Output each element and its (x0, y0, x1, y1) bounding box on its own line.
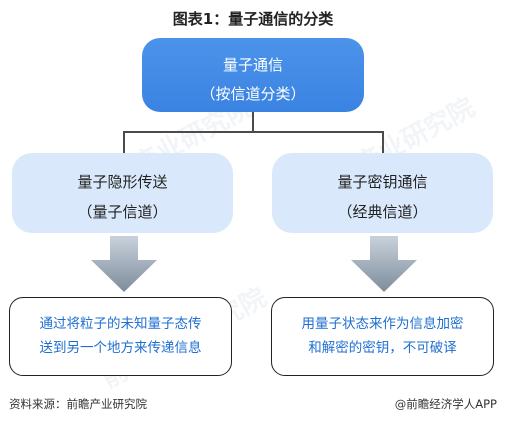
down-arrow-icon (351, 236, 417, 292)
branch-node-subtitle: （经典信道） (337, 203, 428, 221)
branch-node-title: 量子密钥通信 (337, 173, 428, 191)
connector-horizontal (123, 131, 384, 133)
branch-node-key-distribution: 量子密钥通信 （经典信道） (272, 153, 493, 233)
branch-node-subtitle: （量子信道） (77, 203, 168, 221)
root-node-subtitle: （按信道分类） (200, 85, 306, 103)
credit-note: @前瞻经济学人APP (394, 397, 497, 411)
description-box-key-distribution: 用量子状态来作为信息加密 和解密的密钥，不可破译 (271, 297, 494, 376)
root-node: 量子通信 （按信道分类） (142, 38, 364, 112)
branch-node-title: 量子隐形传送 (77, 173, 168, 191)
source-note: 资料来源：前瞻产业研究院 (9, 397, 147, 411)
description-line: 送到另一个地方来传递信息 (39, 340, 202, 356)
connector-vertical-right (382, 131, 384, 153)
branch-node-teleportation: 量子隐形传送 （量子信道） (12, 153, 233, 233)
connector-vertical-root (252, 112, 254, 132)
down-arrow-icon (91, 236, 157, 292)
description-line: 用量子状态来作为信息加密 (301, 316, 464, 332)
description-box-teleportation: 通过将粒子的未知量子态传 送到另一个地方来传递信息 (9, 297, 232, 376)
chart-title: 图表1：量子通信的分类 (172, 10, 334, 28)
connector-vertical-left (123, 131, 125, 153)
description-line: 和解密的密钥，不可破译 (308, 340, 457, 356)
description-line: 通过将粒子的未知量子态传 (39, 316, 202, 332)
root-node-title: 量子通信 (222, 56, 283, 74)
